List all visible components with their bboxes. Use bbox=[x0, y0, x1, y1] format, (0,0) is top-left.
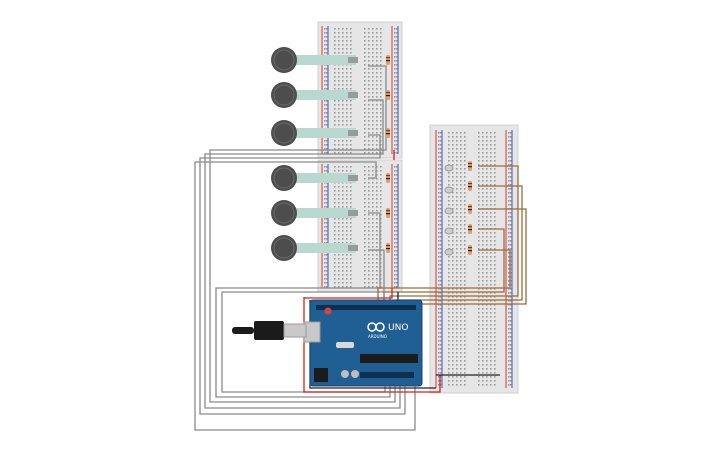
resistor-icon[interactable] bbox=[468, 245, 472, 255]
force-sensor-icon[interactable] bbox=[271, 165, 358, 191]
resistors bbox=[386, 55, 472, 255]
resistor-icon[interactable] bbox=[468, 224, 472, 234]
power-jack bbox=[314, 368, 328, 382]
usb-cable-icon bbox=[232, 321, 307, 340]
reset-button[interactable] bbox=[324, 307, 332, 315]
force-sensor-icon[interactable] bbox=[271, 120, 358, 146]
resistor-icon[interactable] bbox=[468, 161, 472, 171]
gray-wires bbox=[194, 65, 416, 431]
breadboard-holes bbox=[324, 28, 398, 154]
microcontroller-chip bbox=[360, 354, 418, 363]
force-sensor-icon[interactable] bbox=[271, 200, 358, 226]
resistor-icon[interactable] bbox=[386, 243, 390, 253]
resistor-icon[interactable] bbox=[468, 204, 472, 214]
led-icon[interactable] bbox=[444, 164, 454, 172]
resistor-icon[interactable] bbox=[386, 55, 390, 65]
arduino-board[interactable]: UNO ARDUINO bbox=[303, 299, 423, 387]
breadboard-holes bbox=[438, 132, 512, 386]
leds bbox=[444, 164, 454, 256]
board-logo-label: ARDUINO bbox=[368, 334, 387, 339]
force-sensor-icon[interactable] bbox=[271, 235, 358, 261]
resistor-icon[interactable] bbox=[386, 90, 390, 100]
led-icon[interactable] bbox=[444, 227, 454, 235]
resistor-icon[interactable] bbox=[386, 128, 390, 138]
led-icon[interactable] bbox=[444, 207, 454, 215]
breadboard-right[interactable] bbox=[429, 124, 519, 394]
arduino-logo-icon bbox=[367, 322, 385, 332]
resistor-icon[interactable] bbox=[386, 173, 390, 183]
led-icon[interactable] bbox=[444, 186, 454, 194]
force-sensor-icon[interactable] bbox=[271, 82, 358, 108]
board-brand-label: UNO bbox=[388, 323, 408, 333]
force-sensors bbox=[271, 47, 358, 261]
resistor-icon[interactable] bbox=[468, 181, 472, 191]
resistor-icon[interactable] bbox=[386, 208, 390, 218]
force-sensor-icon[interactable] bbox=[271, 47, 358, 73]
led-icon[interactable] bbox=[444, 248, 454, 256]
breadboard-holes bbox=[324, 166, 398, 288]
